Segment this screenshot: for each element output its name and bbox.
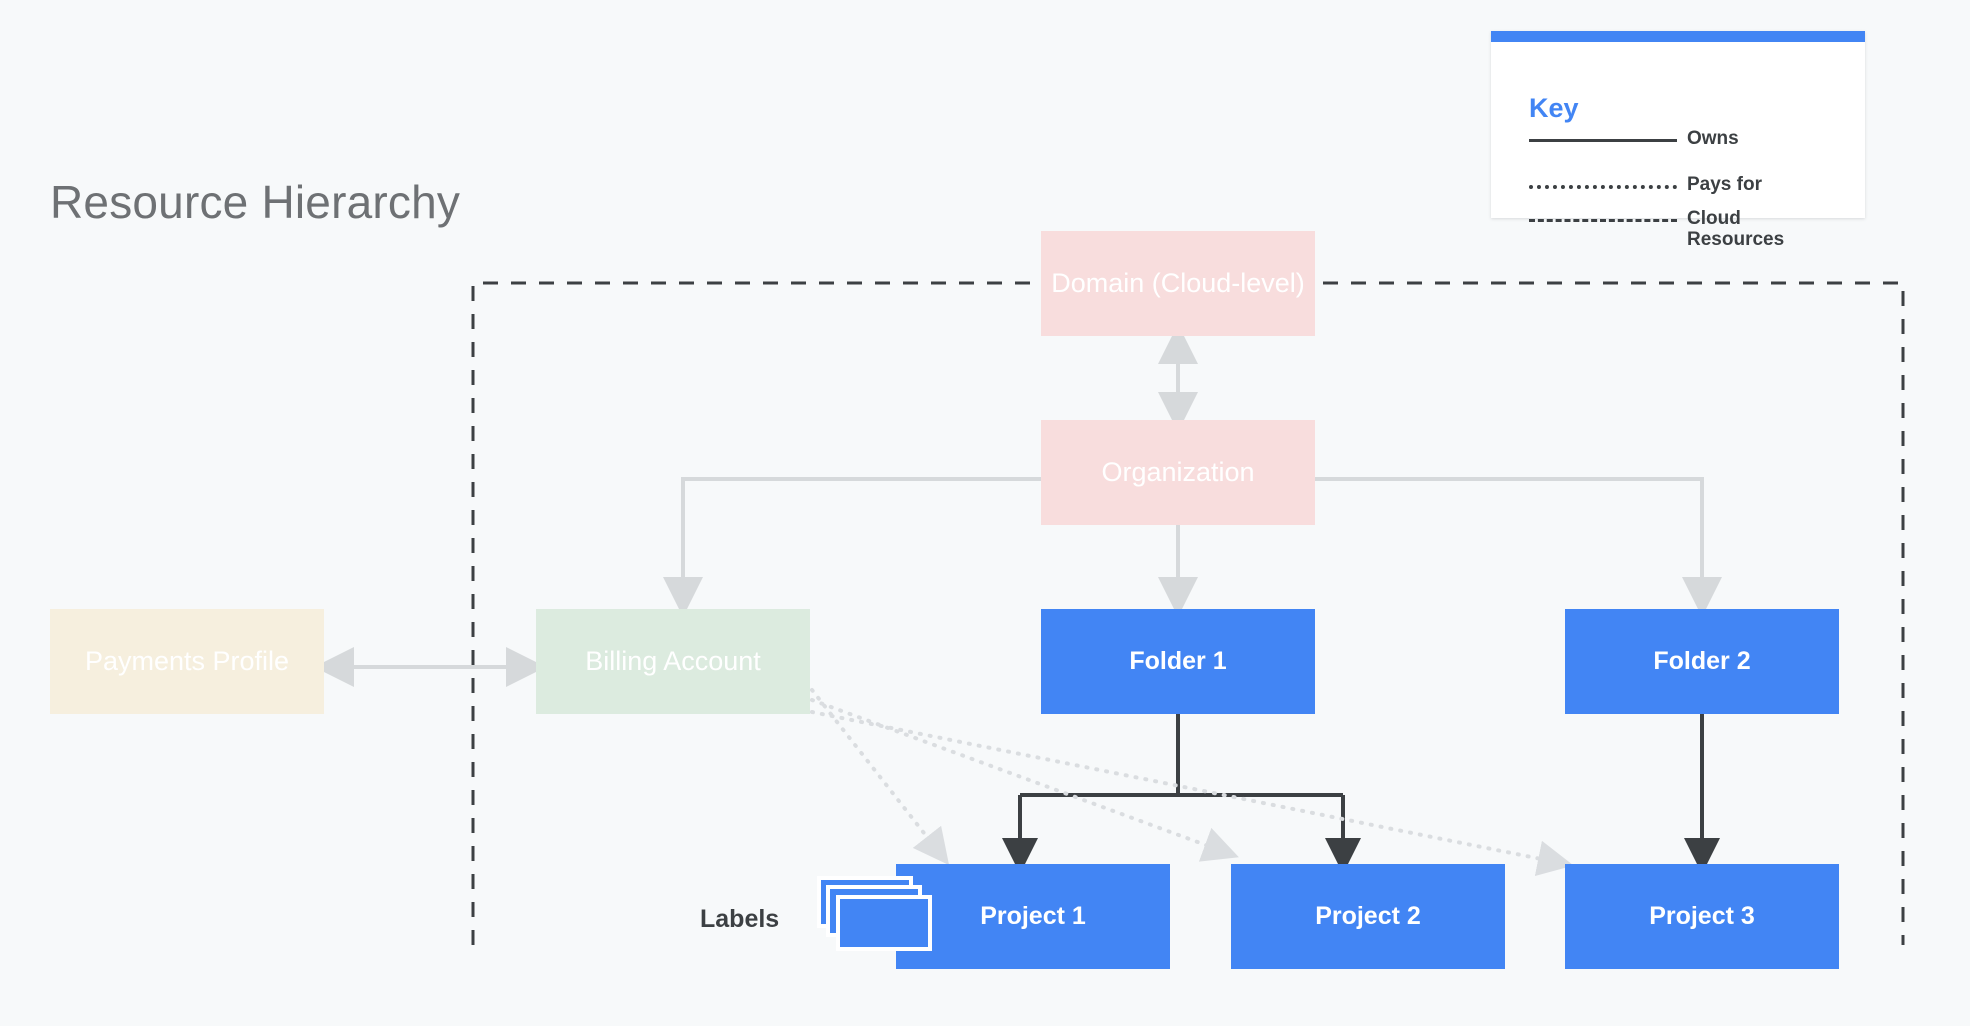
node-domain[interactable]: Domain (Cloud-level) bbox=[1041, 231, 1315, 336]
key-row-owns: Owns bbox=[1529, 128, 1849, 151]
key-title: Key bbox=[1529, 93, 1579, 123]
node-folder-2[interactable]: Folder 2 bbox=[1565, 609, 1839, 714]
node-payments-profile[interactable]: Payments Profile bbox=[50, 609, 324, 714]
node-project-2[interactable]: Project 2 bbox=[1231, 864, 1505, 969]
key-label-cloud-resources: Cloud Resources bbox=[1687, 208, 1785, 250]
key-label-owns: Owns bbox=[1687, 128, 1739, 149]
dotted-line-icon bbox=[1529, 175, 1677, 197]
node-project-1[interactable]: Project 1 bbox=[896, 864, 1170, 969]
solid-line-icon bbox=[1529, 129, 1677, 151]
key-accent-bar bbox=[1491, 31, 1865, 42]
labels-card-front bbox=[836, 895, 932, 951]
node-billing-account[interactable]: Billing Account bbox=[536, 609, 810, 714]
key-legend-card: Key Owns Pays for Cloud Resources bbox=[1491, 31, 1865, 250]
node-folder-1[interactable]: Folder 1 bbox=[1041, 609, 1315, 714]
page-title: Resource Hierarchy bbox=[50, 176, 461, 228]
key-label-pays-for: Pays for bbox=[1687, 174, 1762, 195]
node-project-3[interactable]: Project 3 bbox=[1565, 864, 1839, 969]
edge-organization-folder2 bbox=[1315, 477, 1722, 617]
edge-billing-account-project2 bbox=[810, 698, 1239, 862]
edge-organization-billing-account bbox=[663, 477, 1041, 617]
key-row-cloud-resources: Cloud Resources bbox=[1529, 208, 1849, 251]
edge-billing-account-project3 bbox=[810, 710, 1574, 877]
node-organization[interactable]: Organization bbox=[1041, 420, 1315, 525]
labels-stack-icon bbox=[817, 876, 945, 954]
key-row-pays-for: Pays for bbox=[1529, 174, 1849, 197]
edge-billing-account-project1 bbox=[810, 688, 950, 866]
dashed-line-icon bbox=[1529, 209, 1677, 231]
labels-annotation-label: Labels bbox=[700, 905, 780, 933]
